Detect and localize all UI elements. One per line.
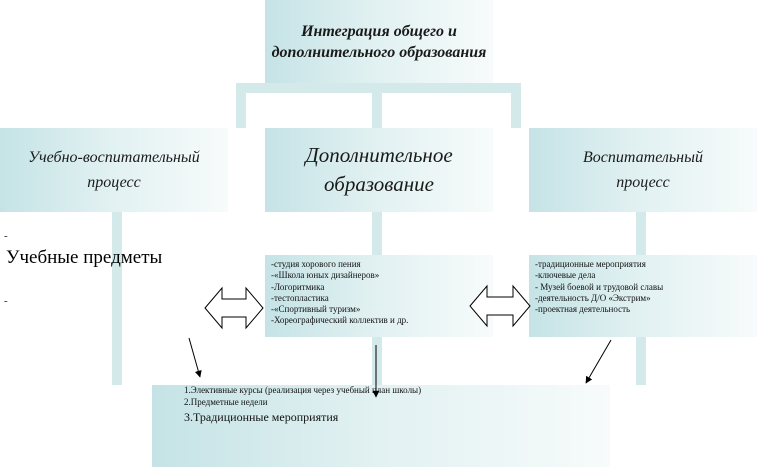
connector-left-down (112, 212, 122, 385)
connector-right-bottom (636, 337, 646, 385)
educational-process-box: Учебно-воспитательный процесс (0, 128, 228, 212)
upbringing-process-label: Воспитательный процесс (583, 149, 703, 191)
additional-education-list: -студия хорового пения -«Школа юных диза… (265, 255, 493, 337)
list-item: -Логоритмика (271, 281, 325, 292)
connector-right-drop (511, 83, 521, 128)
list-item: -проектная деятельность (535, 304, 631, 315)
list-item: -тестопластика (271, 292, 329, 303)
subjects-title: Учебные предметы (6, 247, 163, 268)
integration-title-box: Интеграция общего и дополнительного обра… (265, 0, 493, 83)
connector-right-down (636, 212, 646, 255)
list-item: -«Спортивный туризм» (271, 304, 361, 315)
result-item-traditional-events: 3.Традиционные мероприятия (184, 410, 339, 424)
additional-education-label: Дополнительное образование (305, 143, 453, 196)
educational-process-label: Учебно-воспитательный процесс (28, 149, 200, 191)
pointer-arrow-right-icon (585, 339, 612, 384)
list-item: -деятельность Д/О «Экстрим» (535, 292, 651, 303)
upbringing-process-box: Воспитательный процесс (529, 128, 757, 212)
list-item: - Музей боевой и трудовой славы (535, 281, 664, 292)
upbringing-activities-list: -традиционные мероприятия -ключевые дела… (529, 255, 757, 337)
subjects-dash-bottom: - (4, 295, 8, 307)
list-item: -Хореографический коллектив и др. (271, 315, 409, 326)
connector-center-down (372, 212, 382, 255)
connector-center-bottom (372, 337, 382, 385)
result-item-electives: 1.Элективные курсы (реализация через уче… (184, 385, 422, 395)
list-item: -ключевые дела (535, 270, 596, 281)
connector-top-vertical (372, 83, 382, 128)
list-item: -традиционные мероприятия (535, 259, 646, 269)
integration-title: Интеграция общего и дополнительного обра… (271, 22, 487, 61)
connector-left-drop (236, 83, 246, 128)
subjects-dash-top: - (4, 230, 8, 242)
pointer-arrow-left-icon (188, 337, 202, 378)
connector-horizontal-bar (236, 83, 521, 93)
list-item: -студия хорового пения (271, 259, 361, 269)
list-item: -«Школа юных дизайнеров» (271, 270, 380, 281)
result-item-subject-weeks: 2.Предметные недели (184, 397, 268, 407)
double-arrow-left-icon (204, 286, 264, 330)
additional-education-box: Дополнительное образование (265, 128, 493, 212)
double-arrow-right-icon (469, 284, 531, 328)
integration-results-box: 1.Элективные курсы (реализация через уче… (152, 385, 610, 467)
